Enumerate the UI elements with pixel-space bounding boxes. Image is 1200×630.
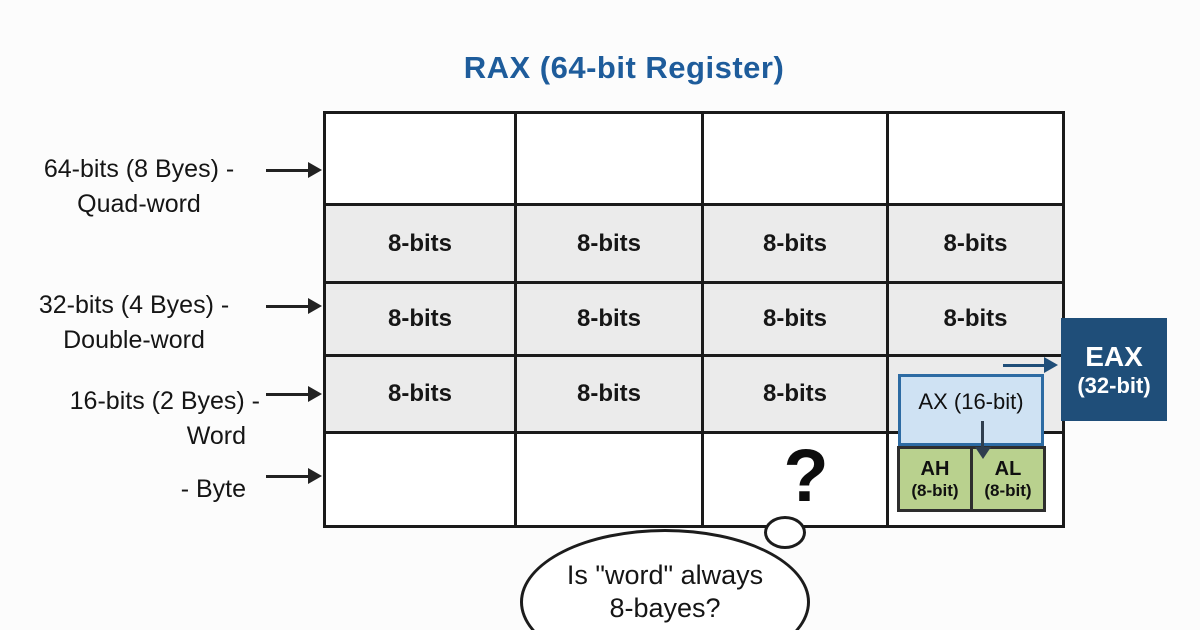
grid-cell-r1c3 [701,114,886,203]
row-label-byte: - Byte [18,472,246,507]
grid-cell-r3c3: 8-bits [701,281,886,354]
eax-size-label: (32-bit) [1077,372,1151,398]
row-label-line: - Byte [180,475,246,503]
row-label-line: Word [186,422,246,450]
diagram-title: RAX (64-bit Register) [463,50,785,85]
arrow-ax-split-icon [974,421,991,459]
row-label-line: 64-bits (8 Byes) - [43,155,235,183]
thought-bubble-line: Is "word" always [566,560,764,590]
grid-cell-r1c2 [514,114,701,203]
arrow-eax-icon [1003,356,1058,373]
grid-cell-r2c1: 8-bits [326,203,514,281]
grid-cell-r2c3: 8-bits [701,203,886,281]
ax-register-box: AX (16-bit) [898,374,1044,446]
grid-cell-r5c2 [514,431,701,525]
grid-cell-r2c4: 8-bits [886,203,1062,281]
ah-label: AH [920,457,950,480]
thought-bubble-dot [764,516,806,549]
arrow-quad-word-icon [266,161,322,178]
row-label-line: Double-word [63,326,205,354]
grid-cell-r1c1 [326,114,514,203]
row-label-quad-word: 64-bits (8 Byes) - Quad-word [18,152,260,222]
row-label-line: 16-bits (2 Byes) - [69,387,260,415]
al-size-label: (8-bit) [984,480,1032,500]
eax-register-box: EAX (32-bit) [1061,318,1167,421]
ax-label: AX (16-bit) [918,389,1024,414]
row-label-line: 32-bits (4 Byes) - [38,291,230,319]
ah-size-label: (8-bit) [911,480,959,500]
arrow-byte-icon [266,467,322,484]
arrow-double-word-icon [266,297,322,314]
grid-cell-r4c3: 8-bits [701,354,886,431]
eax-label: EAX [1085,340,1143,372]
thought-bubble-line: 8-bayes? [609,593,721,623]
question-mark: ? [783,434,829,517]
ah-register-box: AH (8-bit) [897,446,973,512]
row-label-word: 16-bits (2 Byes) - Word [18,384,260,454]
row-label-line: Quad-word [77,190,201,218]
grid-cell-r5c1 [326,431,514,525]
grid-cell-r4c1: 8-bits [326,354,514,431]
grid-cell-r1c4 [886,114,1062,203]
register-grid: 8-bits 8-bits 8-bits 8-bits 8-bits 8-bit… [323,111,1065,528]
grid-cell-r3c4: 8-bits [886,281,1062,354]
grid-cell-r4c2: 8-bits [514,354,701,431]
al-label: AL [994,457,1022,480]
grid-cell-r3c2: 8-bits [514,281,701,354]
row-label-double-word: 32-bits (4 Byes) - Double-word [10,288,258,358]
grid-cell-r3c1: 8-bits [326,281,514,354]
grid-cell-r2c2: 8-bits [514,203,701,281]
grid-cell-r5c3 [701,431,886,525]
thought-bubble: Is "word" always 8-bayes? [520,529,810,630]
arrow-word-icon [266,385,322,402]
